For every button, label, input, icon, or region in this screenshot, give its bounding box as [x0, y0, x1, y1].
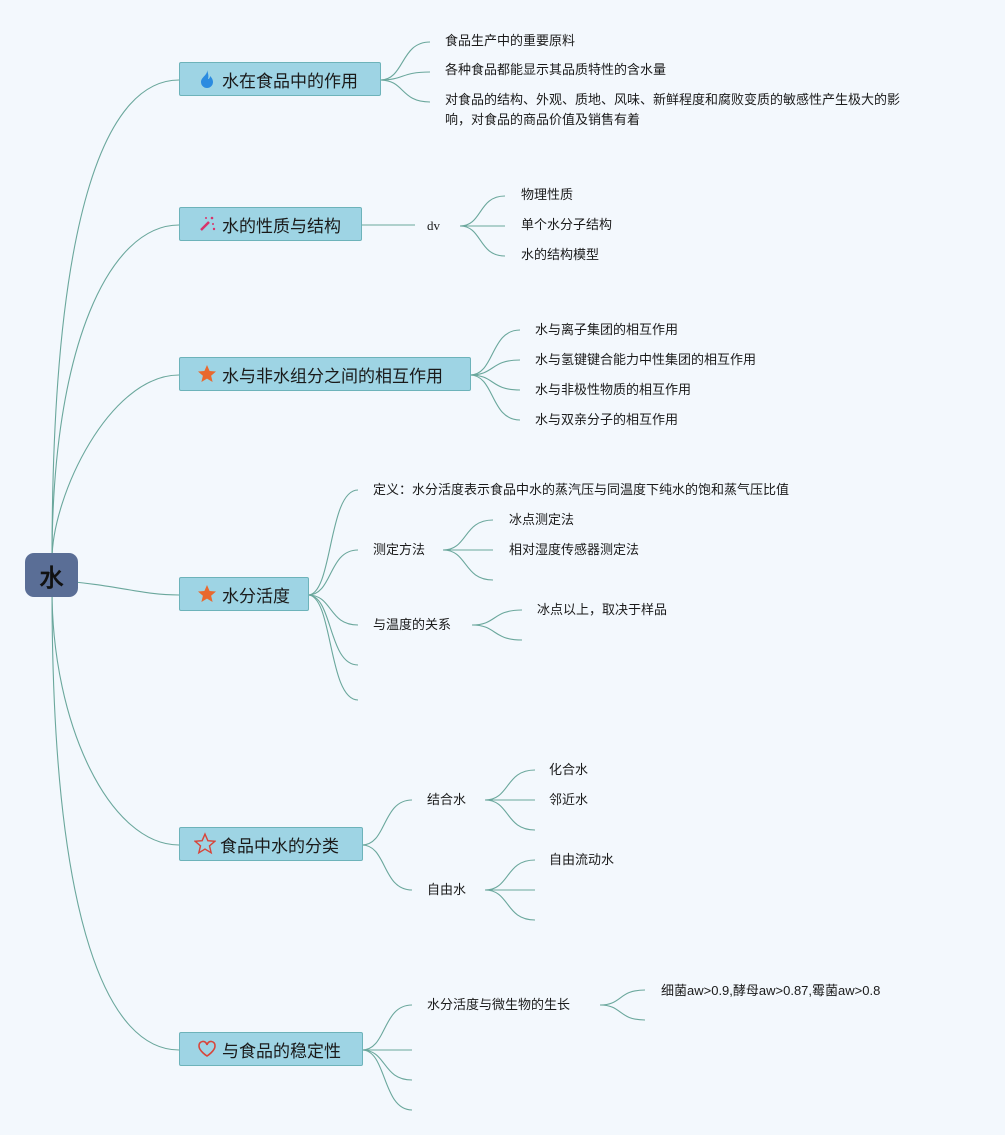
leaf-node[interactable]: 食品生产中的重要原料 — [445, 32, 576, 52]
branch-properties-structure[interactable]: 水的性质与结构 — [179, 207, 362, 241]
star-outline-icon — [194, 832, 216, 855]
sub-node[interactable]: 水分活度与微生物的生长 — [427, 996, 571, 1016]
branch-label: 水在食品中的作用 — [222, 71, 358, 92]
connector-line — [379, 41, 431, 81]
branch-label: 与食品的稳定性 — [222, 1041, 341, 1062]
connector-line — [442, 519, 494, 551]
branch-label: 食品中水的分类 — [220, 836, 339, 857]
branch-water-activity[interactable]: 水分活度 — [179, 577, 309, 611]
magic-wand-icon — [196, 213, 218, 235]
fire-icon — [196, 68, 218, 90]
connector-line — [484, 769, 536, 801]
connector-line — [307, 549, 359, 596]
connector-line — [361, 1049, 413, 1081]
connector-line — [307, 594, 359, 701]
leaf-node[interactable]: 水与非极性物质的相互作用 — [535, 381, 692, 401]
connector-line — [484, 889, 536, 921]
root-connector — [51, 79, 180, 561]
connector-line — [361, 799, 413, 846]
branch-label: 水与非水组分之间的相互作用 — [222, 366, 443, 387]
root-connector — [51, 589, 180, 846]
leaf-node[interactable]: 水与双亲分子的相互作用 — [535, 411, 679, 431]
connector-line — [379, 71, 431, 81]
leaf-node[interactable]: 自由流动水 — [549, 851, 615, 871]
connector-line — [459, 195, 506, 227]
sub-node[interactable]: 测定方法 — [373, 541, 426, 561]
connector-line — [379, 79, 431, 103]
connector-line — [471, 624, 523, 641]
branch-role-in-food[interactable]: 水在食品中的作用 — [179, 62, 381, 96]
leaf-node[interactable]: 水的结构模型 — [521, 246, 600, 266]
leaf-node[interactable]: 对食品的结构、外观、质地、风味、新鲜程度和腐败变质的敏感性产生极大的影 — [445, 91, 901, 111]
leaf-node[interactable]: 邻近水 — [549, 791, 589, 811]
root-connector — [51, 589, 180, 1051]
leaf-node[interactable]: 水与氢键键合能力中性集团的相互作用 — [535, 351, 757, 371]
sub-node[interactable]: 自由水 — [427, 881, 467, 901]
sub-node-dv[interactable]: dv — [427, 216, 440, 236]
connector-line — [361, 1049, 413, 1111]
leaf-node[interactable]: 物理性质 — [521, 186, 574, 206]
connector-line — [471, 609, 523, 626]
connector-line — [484, 859, 536, 891]
star-filled-icon — [196, 363, 218, 385]
branch-water-classification[interactable]: 食品中水的分类 — [179, 827, 363, 861]
connector-line — [469, 374, 521, 421]
leaf-node[interactable]: 相对湿度传感器测定法 — [509, 541, 640, 561]
leaf-node[interactable]: 响，对食品的商品价值及销售有着 — [445, 111, 641, 131]
leaf-node[interactable]: 冰点测定法 — [509, 511, 575, 531]
connector-line — [307, 594, 359, 626]
connector-line — [361, 844, 413, 891]
connector-line — [469, 329, 521, 376]
sub-node[interactable]: 与温度的关系 — [373, 616, 452, 636]
branch-interactions[interactable]: 水与非水组分之间的相互作用 — [179, 357, 471, 391]
heart-icon — [196, 1038, 218, 1060]
leaf-node[interactable]: 单个水分子结构 — [521, 216, 613, 236]
connector-line — [469, 359, 521, 376]
connector-line — [307, 489, 359, 596]
connector-line — [469, 374, 521, 391]
leaf-node[interactable]: 水与离子集团的相互作用 — [535, 321, 679, 341]
connector-line — [307, 594, 359, 666]
connector-line — [361, 1004, 413, 1051]
root-node[interactable]: 水 — [25, 553, 78, 597]
leaf-node[interactable]: 定义：水分活度表示食品中水的蒸汽压与同温度下纯水的饱和蒸气压比值 — [373, 481, 790, 501]
root-connector — [51, 224, 180, 561]
leaf-node[interactable]: 各种食品都能显示其品质特性的含水量 — [445, 61, 667, 81]
leaf-node[interactable]: 细菌aw>0.9,酵母aw>0.87,霉菌aw>0.8 — [661, 981, 881, 1001]
connector-line — [442, 549, 494, 581]
branch-label: 水分活度 — [222, 586, 290, 607]
leaf-node[interactable]: 化合水 — [549, 761, 589, 781]
root-connector — [51, 374, 180, 561]
sub-node[interactable]: 结合水 — [427, 791, 467, 811]
leaf-node[interactable]: 冰点以上，取决于样品 — [537, 601, 668, 621]
star-filled-icon — [196, 583, 218, 605]
branch-food-stability[interactable]: 与食品的稳定性 — [179, 1032, 363, 1066]
connector-line — [599, 989, 646, 1006]
connector-line — [459, 225, 506, 257]
connector-line — [599, 1004, 646, 1021]
connector-line — [484, 799, 536, 831]
branch-label: 水的性质与结构 — [222, 216, 341, 237]
